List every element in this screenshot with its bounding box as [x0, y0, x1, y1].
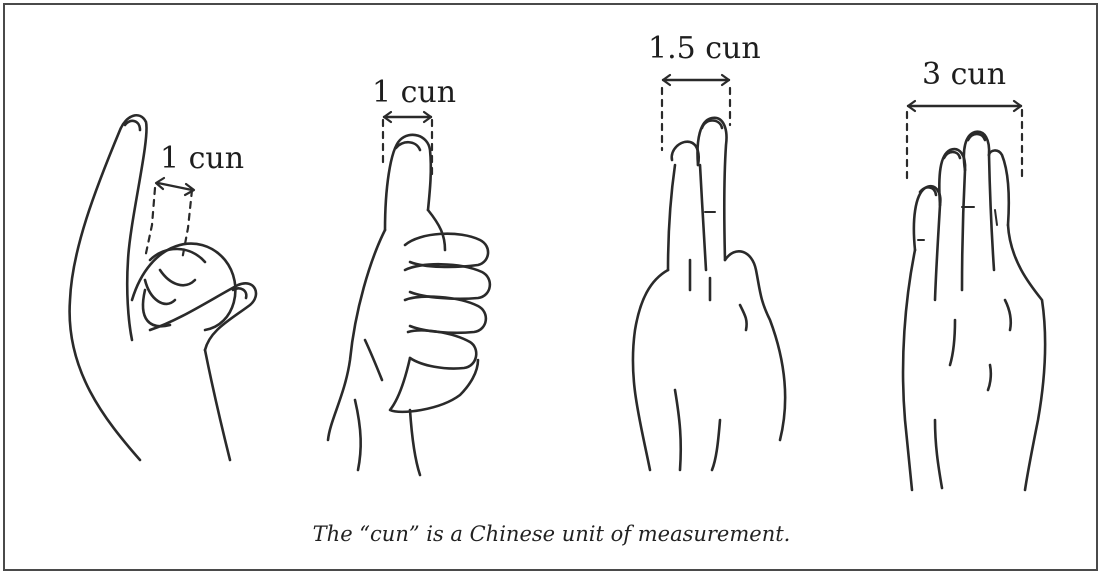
- figure-caption: The “cun” is a Chinese unit of measureme…: [0, 522, 1103, 546]
- hand-two-fingers: [633, 75, 785, 470]
- label-hand3: 1.5 cun: [648, 31, 761, 66]
- hand-four-fingers: [903, 101, 1045, 490]
- label-hand2: 1 cun: [372, 75, 456, 110]
- label-hand1: 1 cun: [160, 141, 244, 176]
- label-hand4: 3 cun: [922, 57, 1006, 92]
- hand-thumb-width: [328, 112, 490, 475]
